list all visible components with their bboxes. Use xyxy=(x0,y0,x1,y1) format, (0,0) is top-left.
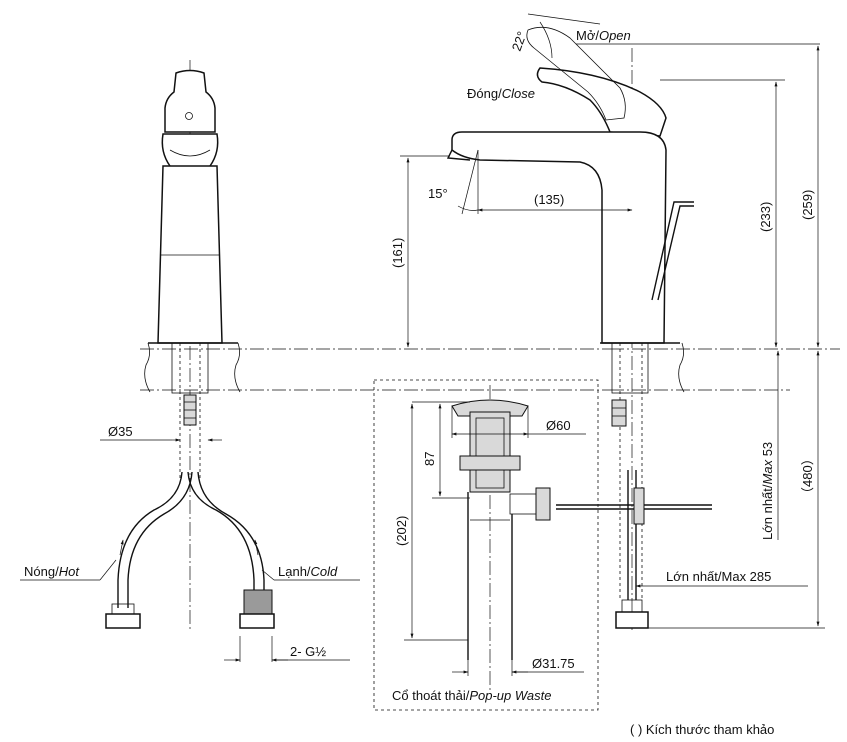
total-height-dimension: (259) xyxy=(800,190,815,220)
drain-upper-dimension: 87 xyxy=(422,452,437,466)
hot-label: Nóng/Hot xyxy=(24,564,80,579)
below-deck-dimension: （480） xyxy=(800,452,815,500)
flange-diameter-label: Ø60 xyxy=(546,418,571,433)
lever-height-dimension: (233) xyxy=(758,202,773,232)
front-body xyxy=(157,165,223,344)
open-angle-label: 22° xyxy=(509,29,530,53)
hot-hose-nut xyxy=(111,603,135,615)
drain-stopper xyxy=(469,411,511,493)
spout-height-dimension: (161) xyxy=(390,238,405,268)
reference-dimensions-footnote: ( ) Kích thước tham khảo xyxy=(630,722,774,737)
max-285-dimension: Lớn nhất/Max 285 xyxy=(666,569,771,584)
popup-rod xyxy=(657,205,694,301)
side-view: 22° Mở/Open Đóng/Close 15° (135) (161) (… xyxy=(390,13,840,630)
popup-waste-frame xyxy=(373,379,599,711)
cold-label: Lạnh/Cold xyxy=(278,564,338,579)
thread-size-label: 2- G½ xyxy=(290,644,326,659)
side-body xyxy=(451,131,667,344)
handle-indicator-icon xyxy=(185,112,193,120)
popup-waste-detail: Ø60 87 (202) Ø31.75 Cổ thoát thải/Pop-up… xyxy=(373,379,599,711)
front-handle xyxy=(164,69,216,133)
lever-closed xyxy=(536,67,667,137)
hot-hose xyxy=(117,471,183,608)
drain-nut xyxy=(459,455,521,471)
close-label: Đóng/Close xyxy=(467,86,535,101)
open-label: Mở/Open xyxy=(576,28,631,43)
max-53-dimension: Lớn nhất/Max 53 xyxy=(760,442,775,540)
cold-hose-nut xyxy=(243,589,273,615)
popup-waste-caption: Cổ thoát thải/Pop-up Waste xyxy=(392,688,551,703)
drain-diameter-label: Ø31.75 xyxy=(532,656,575,671)
base-diameter-label: Ø35 xyxy=(108,424,133,439)
lever-open xyxy=(526,26,626,121)
reach-dimension: (135) xyxy=(534,192,564,207)
cold-hose xyxy=(187,471,255,608)
front-view: Ø35 Nóng/Hot Lạnh/Cold 2- G½ xyxy=(20,60,610,662)
drain-total-dimension: (202) xyxy=(394,516,409,546)
mounting-shank xyxy=(171,342,209,394)
spout-angle-label: 15° xyxy=(428,186,448,201)
